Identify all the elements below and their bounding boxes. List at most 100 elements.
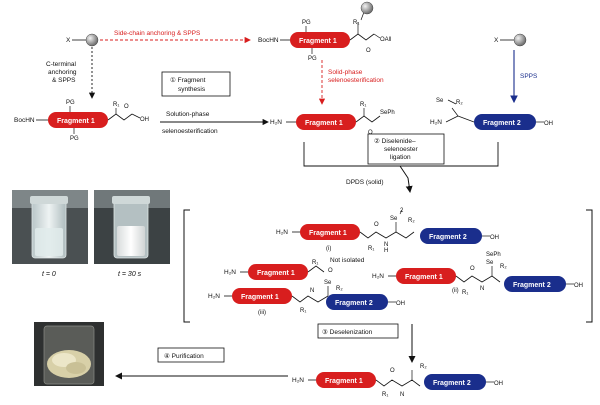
bochn-label: BocHN: [14, 117, 35, 124]
se-label: Se: [486, 260, 494, 266]
o-label: O: [390, 368, 395, 374]
bracket-right: [586, 209, 593, 323]
solid-phase-2: selenoesterification: [328, 77, 384, 84]
se-label: Se: [390, 216, 398, 222]
roman-ii: (ii): [452, 288, 459, 294]
fragment2-pill: [424, 374, 486, 390]
two-label: 2: [400, 208, 404, 214]
o-label: O: [374, 222, 379, 228]
ligation-box: [367, 133, 445, 165]
fragment2-pill: [504, 276, 566, 292]
fragment1-selenoester: H₂N Fragment 1 R₁ O SePh: [270, 102, 395, 136]
fragment1-resin-oall: BocHN Fragment 1 PG PG R₁ O OAll: [258, 1, 391, 62]
fragment1-label: Fragment 1: [405, 274, 443, 281]
roman-i: (i): [326, 246, 331, 252]
step2-label-3: ligation: [390, 154, 411, 161]
o-label: O: [470, 266, 475, 272]
step2-label-1: ② Diselenide–: [374, 137, 416, 145]
fragment1-label: Fragment 1: [257, 270, 295, 277]
resin-start-left: X: [66, 33, 99, 47]
resin-start-right: X: [494, 33, 527, 47]
c-terminal-label-1: C-terminal: [46, 61, 77, 68]
n-label: N: [400, 392, 404, 398]
fragment1-pill: [316, 372, 376, 388]
h2n-label: H₂N: [208, 293, 220, 300]
r1-label: R₁: [462, 290, 468, 296]
oh-label: OH: [140, 117, 149, 123]
fragment2-label: Fragment 2: [513, 282, 551, 289]
r1-label: R₁: [312, 260, 318, 266]
h2n-label: H₂N: [224, 269, 236, 276]
fragment2-label: Fragment 2: [429, 234, 467, 241]
oh-label: OH: [574, 283, 583, 289]
spps-label: SPPS: [520, 73, 538, 80]
r2-label: R₂: [336, 286, 343, 292]
r1-label: R₁: [353, 20, 359, 26]
pg-top: PG: [302, 20, 311, 26]
h2n-label: H₂N: [430, 119, 442, 126]
intermediate-i: H₂N Fragment 1 (i) R₁ O N H Se 2 R₂ Frag…: [276, 208, 499, 254]
solution-phase-1: Solution-phase: [166, 111, 210, 118]
fragment1-pill: [290, 32, 350, 48]
pg-top: PG: [66, 100, 75, 106]
x-label: X: [494, 37, 499, 44]
fragment2-pill: [420, 228, 482, 244]
final-product: H₂N Fragment 1 R₁ O N R₂ Fragment 2 OH: [292, 364, 503, 398]
step3-label: ③ Deselenization: [322, 328, 373, 336]
se-label: Se: [436, 98, 444, 104]
o-label: O: [366, 48, 371, 54]
purification-box: [157, 347, 225, 363]
t0-label: t = 0: [42, 271, 56, 278]
fragment1-pill: [232, 288, 292, 304]
h2n-label: H₂N: [276, 229, 288, 236]
o-label: O: [328, 268, 333, 274]
r2-label: R₂: [408, 218, 415, 224]
roman-iii: (iii): [258, 310, 266, 316]
n-label: N: [480, 286, 484, 292]
vial-photo-t30: [94, 190, 170, 264]
step1-label-2: synthesis: [178, 86, 206, 93]
fragment1-protected-acid: BocHN Fragment 1 PG PG R₁ O OH: [14, 100, 149, 142]
r2-label: R₂: [420, 364, 427, 370]
fragment1-pill: [296, 114, 356, 130]
fragment1-label: Fragment 1: [299, 38, 337, 45]
solid-phase-1: Solid-phase: [328, 69, 363, 76]
h2n-label: H₂N: [292, 377, 304, 384]
r1-label: R₁: [300, 308, 306, 314]
h2n-label: H₂N: [270, 119, 282, 126]
n-label: N: [310, 288, 314, 294]
intermediate-iii: H₂N Fragment 1 R₁ O Se H₂N Fragment 1 (i…: [208, 260, 405, 316]
resin-bead-icon: [360, 1, 374, 15]
fragment2-diselenide: Se R₂ H₂N Fragment 2 OH: [430, 98, 553, 130]
step4-label: ④ Purification: [164, 352, 204, 360]
oh-label: OH: [396, 301, 405, 307]
powder-photo: [34, 322, 104, 386]
not-isolated-label: Not isolated: [330, 257, 365, 264]
fragment1-label: Fragment 1: [305, 120, 343, 127]
h2n-label: H₂N: [372, 273, 384, 280]
r1-label: R₁: [382, 392, 388, 398]
ligation-bracket: [303, 142, 499, 167]
resin-bead-icon: [513, 33, 527, 47]
resin-bead-icon: [85, 33, 99, 47]
h-label: H: [384, 248, 388, 254]
fragment2-label: Fragment 2: [335, 300, 373, 307]
fragment-synthesis-box: [161, 71, 231, 97]
oh-label: OH: [544, 121, 553, 127]
dpds-arrow: [399, 165, 413, 193]
bochn-label-2: BocHN: [258, 37, 279, 44]
o-label: O: [124, 104, 129, 110]
r2-label: R₂: [500, 264, 507, 270]
pg-bottom: PG: [70, 136, 79, 142]
fragment1-pill: [300, 224, 360, 240]
oh-label: OH: [494, 381, 503, 387]
side-chain-label: Side-chain anchoring & SPPS: [114, 30, 201, 37]
r1-label: R₁: [360, 102, 366, 108]
dpds-label: DPDS (solid): [346, 179, 384, 186]
fragment2-label: Fragment 2: [483, 120, 521, 127]
se-label: Se: [324, 280, 332, 286]
t30-label: t = 30 s: [118, 271, 142, 278]
n-label: N: [384, 242, 388, 248]
pg-bottom: PG: [308, 56, 317, 62]
